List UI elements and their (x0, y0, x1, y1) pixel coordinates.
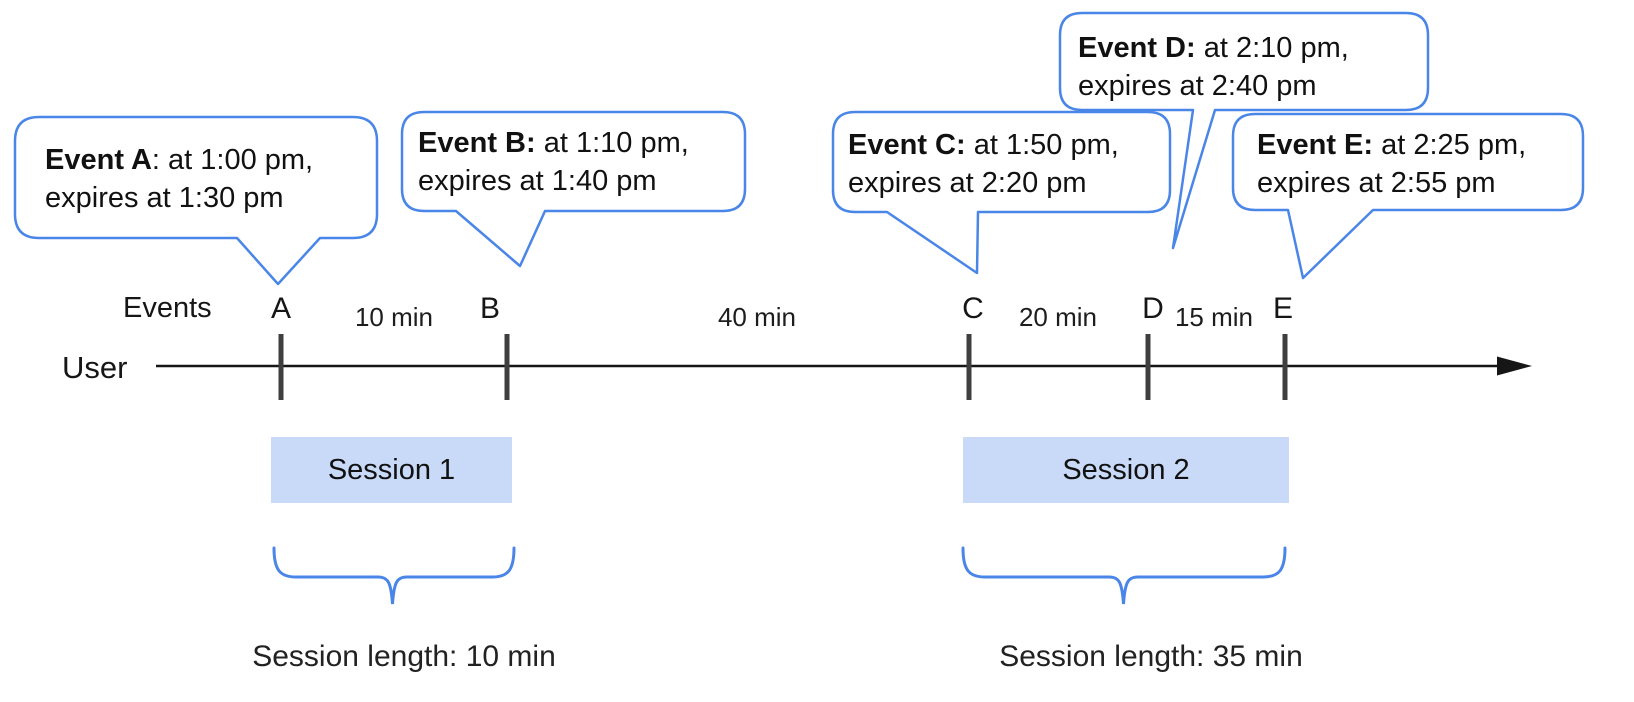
bubble-d-shape (1058, 11, 1430, 250)
bubble-d-text: Event D: at 2:10 pm, expires at 2:40 pm (1078, 29, 1349, 105)
events-axis-label: Events (123, 292, 212, 324)
bubble-b-title: Event B: (418, 127, 536, 159)
bubble-c-shape (831, 110, 1172, 275)
bubble-e-text: Event E: at 2:25 pm, expires at 2:55 pm (1257, 126, 1526, 202)
event-mark-c: C (962, 292, 984, 325)
bubble-a-shape (13, 115, 379, 286)
bubble-e-line2: expires at 2:55 pm (1257, 167, 1496, 199)
bubble-c-text: Event C: at 1:50 pm, expires at 2:20 pm (848, 126, 1119, 202)
bubble-a-text: Event A: at 1:00 pm, expires at 1:30 pm (45, 141, 313, 217)
bubble-b-shape (400, 110, 747, 268)
session-1-label: Session 1 (327, 453, 456, 486)
bubble-e-shape (1231, 112, 1585, 280)
session-1-box: Session 1 (271, 437, 512, 503)
bubble-a-line1: Event A: at 1:00 pm, (45, 141, 313, 179)
bubble-e-line1: Event E: at 2:25 pm, (1257, 126, 1526, 164)
bubble-b-line2: expires at 1:40 pm (418, 165, 657, 197)
session-1-length-label: Session length: 10 min (252, 640, 556, 673)
interval-d-e: 15 min (1174, 302, 1254, 332)
bubble-d-line1: Event D: at 2:10 pm, (1078, 29, 1349, 67)
interval-c-d: 20 min (1018, 302, 1098, 332)
session-2-label: Session 2 (1062, 453, 1190, 486)
bubble-c-line1: Event C: at 1:50 pm, (848, 126, 1119, 164)
bubble-d-title: Event D: (1078, 32, 1196, 64)
event-mark-a: A (270, 292, 291, 325)
event-mark-d: D (1142, 292, 1164, 325)
bubble-a-title: Event A (45, 144, 152, 176)
bubble-c-line2: expires at 2:20 pm (848, 167, 1087, 199)
session-2-box: Session 2 (963, 437, 1289, 503)
interval-a-b: 10 min (354, 302, 434, 332)
bubble-b-time: at 1:10 pm, (535, 127, 689, 159)
timeline-arrowhead (1497, 356, 1532, 376)
session-1-brace (272, 546, 516, 605)
event-mark-e: E (1272, 292, 1293, 325)
event-mark-b: B (479, 292, 500, 325)
interval-b-c: 40 min (717, 302, 797, 332)
bubble-c-title: Event C: (848, 129, 966, 161)
bubble-a-line2: expires at 1:30 pm (45, 182, 284, 214)
bubble-b-text: Event B: at 1:10 pm, expires at 1:40 pm (418, 124, 689, 200)
bubble-a-time: : at 1:00 pm, (151, 144, 314, 176)
bubble-b-line1: Event B: at 1:10 pm, (418, 124, 689, 162)
session-2-brace (961, 546, 1287, 605)
bubble-e-time: at 2:25 pm, (1373, 129, 1527, 161)
session-2-length-label: Session length: 35 min (999, 640, 1303, 673)
bubble-d-time: at 2:10 pm, (1195, 32, 1349, 64)
bubble-d-line2: expires at 2:40 pm (1078, 70, 1317, 102)
user-axis-label: User (62, 350, 128, 385)
bubble-c-time: at 1:50 pm, (965, 129, 1119, 161)
bubble-e-title: Event E: (1257, 129, 1374, 161)
